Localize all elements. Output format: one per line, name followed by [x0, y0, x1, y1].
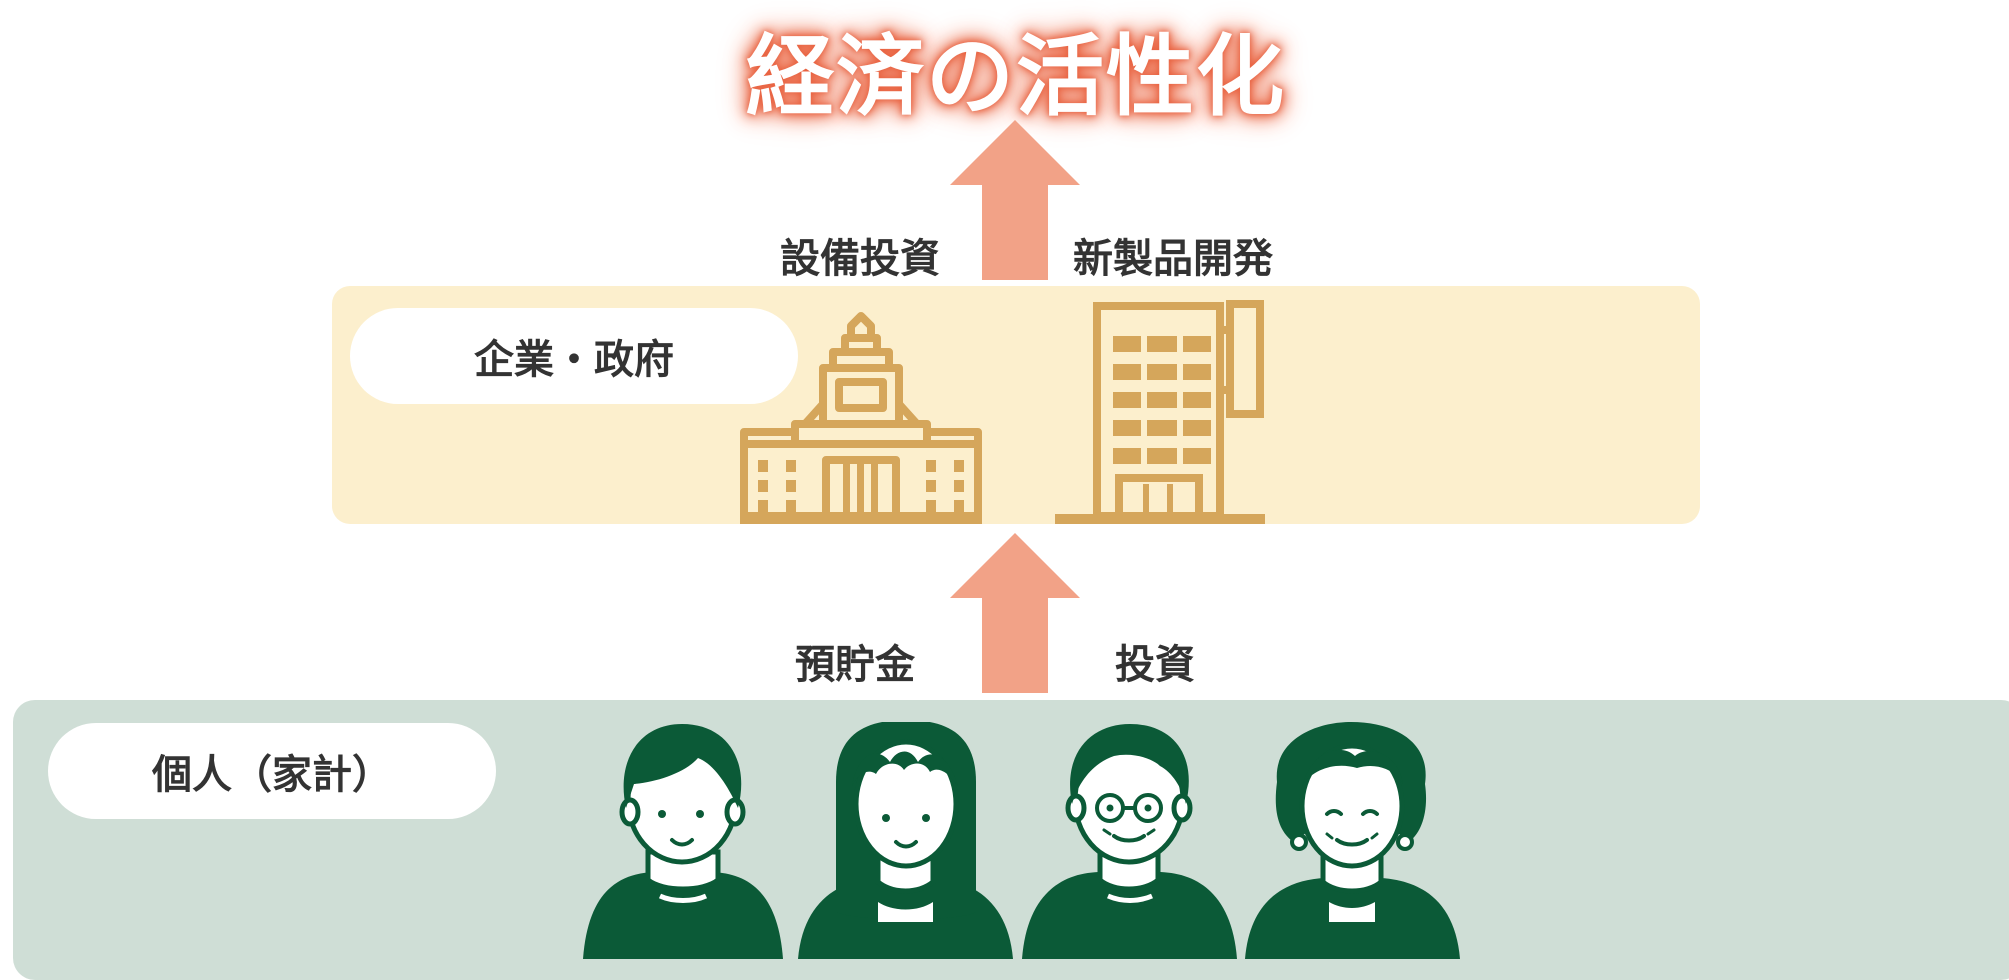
young-man-icon: [583, 724, 783, 959]
lower-arrow-icon: [950, 533, 1080, 693]
savings-label: 預貯金: [795, 642, 915, 688]
office-building-icon: [1055, 300, 1265, 524]
older-man-with-glasses-icon: [1022, 724, 1237, 959]
household-label: 個人（家計）: [48, 723, 496, 819]
page-title: 経済の活性化: [745, 25, 1286, 128]
government-building-icon: [740, 312, 982, 524]
older-woman-with-earrings-icon: [1245, 722, 1460, 959]
capital-investment-label: 設備投資: [780, 236, 940, 282]
new-product-development-label: 新製品開発: [1073, 236, 1273, 282]
long-haired-woman-icon: [798, 722, 1013, 959]
upper-arrow-icon: [950, 120, 1080, 280]
investment-label: 投資: [1115, 642, 1195, 688]
corporate-government-label: 企業・政府: [350, 308, 798, 404]
